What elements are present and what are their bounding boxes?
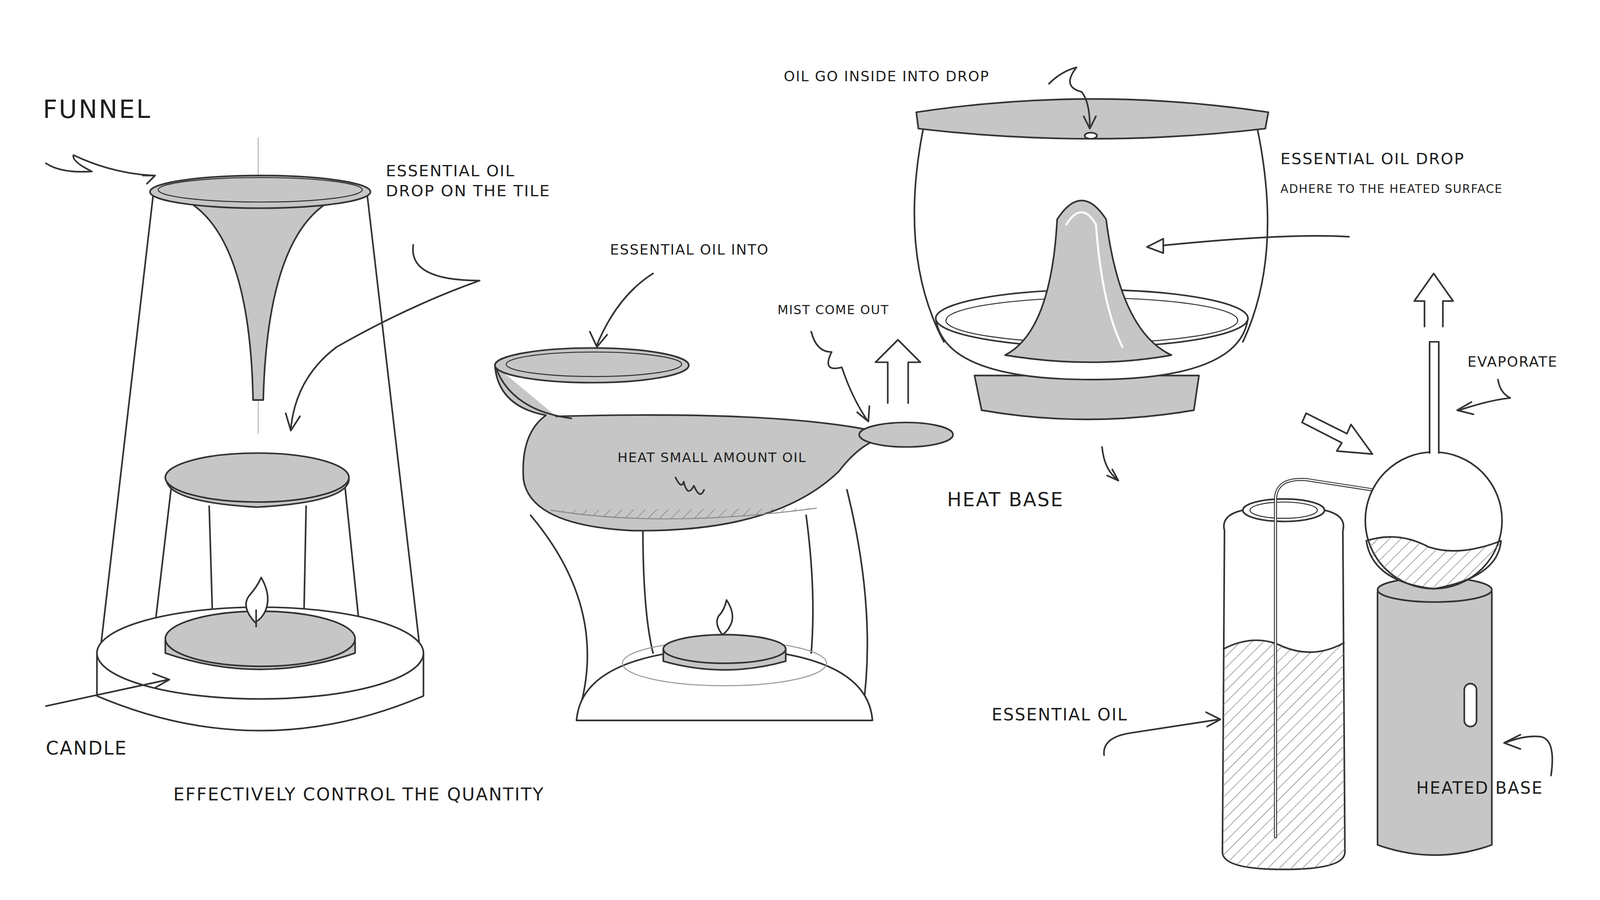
bowl-burner-sketch — [495, 273, 954, 721]
part-label: HEATED BASE — [1416, 777, 1544, 799]
callout-text: ADHERE TO THE HEATED SURFACE — [1280, 181, 1503, 197]
callout-text: ESSENTIAL OIL INTO — [610, 240, 770, 259]
callout-text: ESSENTIAL OIL DROP — [1280, 149, 1465, 170]
funnel-sketch — [45, 137, 480, 731]
glass-dome-sketch — [914, 67, 1349, 481]
callout-text: ESSENTIAL OIL DROP ON THE TILE — [385, 161, 565, 201]
part-label: HEAT BASE — [947, 487, 1064, 513]
note-text: EFFECTIVELY CONTROL THE QUANTITY — [173, 783, 545, 806]
part-label: CANDLE — [45, 736, 128, 760]
callout-text: MIST COME OUT — [777, 302, 890, 318]
callout-text: OIL GO INSIDE INTO DROP — [783, 67, 990, 86]
callout-text: HEAT SMALL AMOUNT OIL — [617, 449, 807, 466]
part-label: ESSENTIAL OIL — [991, 704, 1128, 725]
title-label: FUNNEL — [42, 93, 152, 125]
callout-text: EVAPORATE — [1467, 352, 1558, 371]
